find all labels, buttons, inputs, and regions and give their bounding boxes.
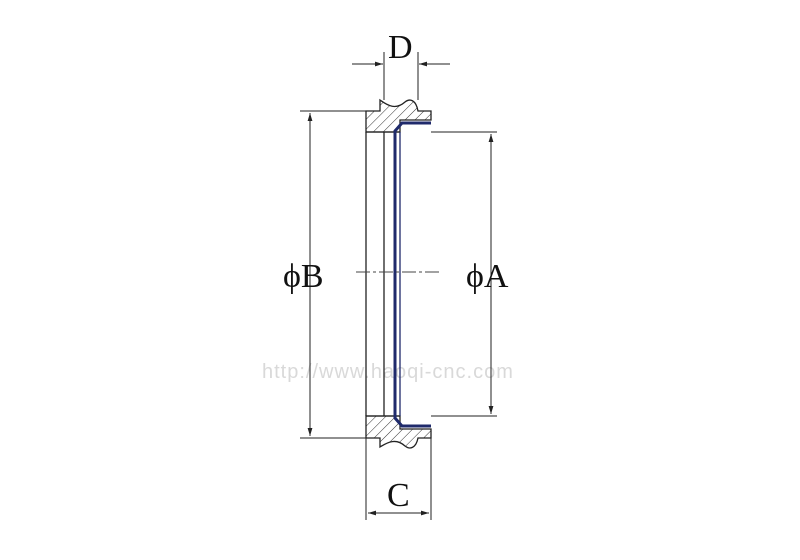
label-c: C (387, 477, 410, 514)
label-d: D (388, 29, 413, 66)
label-phi-b: ϕB (283, 258, 324, 295)
seal-lip-line (393, 121, 431, 428)
label-phi-a: ϕA (466, 258, 509, 295)
top-section-profile (365, 98, 432, 133)
bottom-section-profile (365, 415, 432, 449)
watermark-text: http://www.haoqi-cnc.com (262, 361, 514, 383)
